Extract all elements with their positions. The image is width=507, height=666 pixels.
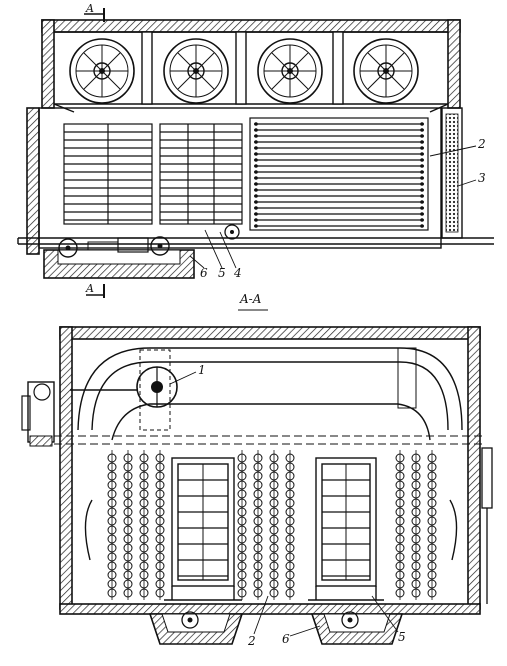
section-floor [59,603,481,615]
housing-left-wall [41,19,55,109]
section-mark-bottom-label: A [85,282,94,295]
fan-bay-frame [53,31,449,113]
trolley-group [63,123,243,225]
evaporator-columns [107,450,437,600]
chamber-left-wall [26,107,40,255]
chamber-outline [38,107,442,249]
callout-6-section: 6 [282,632,290,646]
pit-wheels [181,611,359,629]
external-drive [21,381,55,447]
section-view: A-A [21,292,493,648]
section-roof [59,326,481,340]
callout-6-top: 6 [200,266,208,280]
housing-right-wall [447,19,461,109]
callout-2-top: 2 [477,137,486,151]
callout-5-section: 5 [398,630,406,644]
coil-tubes [254,122,424,228]
drive-unit [58,224,240,258]
trolley-shelves [178,464,370,580]
section-left-wall [59,326,73,610]
side-pipe [481,447,493,604]
callout-1: 1 [198,363,206,377]
evaporator-coil [249,117,429,231]
fan-4 [353,38,419,104]
section-mark-bottom: A [85,282,105,298]
fan-2 [163,38,229,104]
conveyor-rail [17,237,494,245]
fan-3 [257,38,323,104]
top-view: A A 2 3 6 5 4 [17,2,494,298]
callout-2-section: 2 [247,634,256,648]
section-right-wall [467,326,481,610]
callout-4: 4 [233,266,242,280]
section-title: A-A [239,292,262,306]
air-duct [77,347,463,561]
section-mark-top: A [84,2,105,22]
callout-5-top: 5 [218,266,226,280]
section-leader-lines [169,371,399,637]
duct-baffle [397,347,417,409]
fan-motor [70,349,178,431]
top-leader-lines [189,145,477,269]
section-mark-top-label: A [85,2,94,15]
tray-shelves [64,131,242,221]
callout-3: 3 [478,171,486,185]
fan-1 [69,38,135,104]
